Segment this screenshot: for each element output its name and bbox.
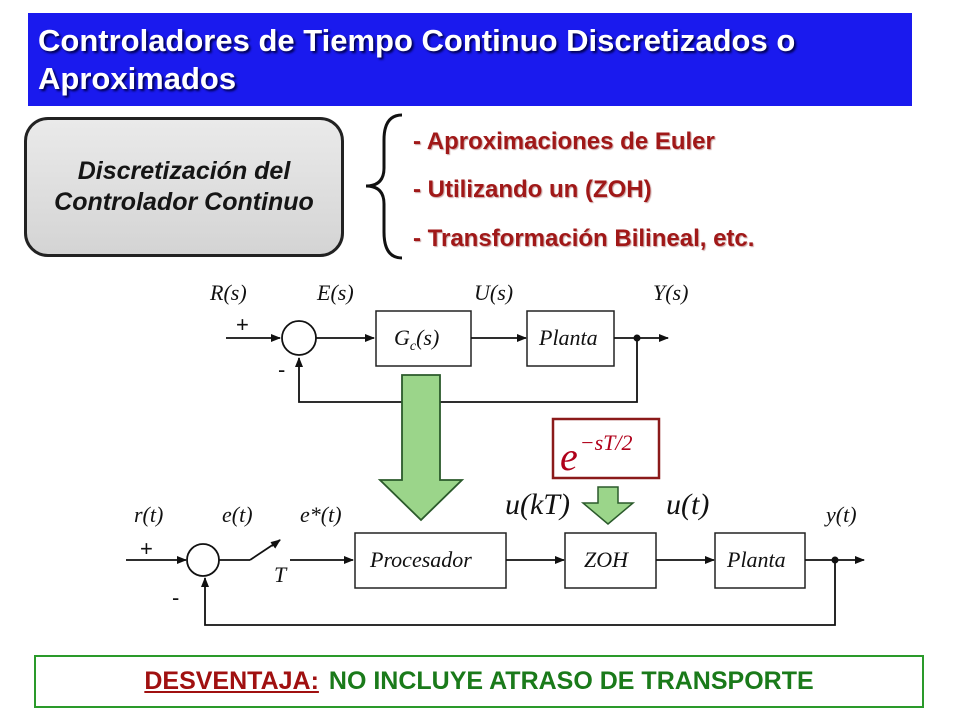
curly-brace [365,113,403,260]
d-summing-junction [186,543,220,577]
big-down-arrow [377,374,465,522]
d-minus-sign: - [172,585,179,610]
disadvantage-label: DESVENTAJA: [144,667,319,695]
concept-box-label: Discretización del Controlador Continuo [54,157,314,216]
label-r-t: r(t) [134,502,163,527]
method-zoh: - Utilizando un (ZOH) [413,176,652,203]
d-plant-label: Planta [726,547,786,572]
delay-expression: e−sT/2 [560,430,633,479]
feedback-wire [295,338,638,403]
continuous-loop: R(s) E(s) U(s) Y(s) + - Gc(s) Planta [209,280,688,403]
method-bilinear: - Transformación Bilineal, etc. [413,225,755,252]
plus-sign: + [236,312,249,337]
d-plant-block [714,532,806,589]
d-feedback-wire [201,560,836,626]
label-y-t: y(t) [824,502,857,527]
d-plus-sign: + [140,536,153,561]
processor-label: Procesador [369,547,472,572]
page-title: Controladores de Tiempo Continuo Discret… [38,23,796,96]
sampler-arrow [270,539,281,549]
method-euler: - Aproximaciones de Euler [413,128,715,155]
label-e-star: e*(t) [300,502,342,527]
sampler-label: T [274,562,288,587]
label-e-t: e(t) [222,502,253,527]
label-R: R(s) [209,280,247,305]
concept-box: Discretización del Controlador Continuo [24,117,344,257]
title-bar [28,13,912,106]
zoh-block [564,532,657,589]
zoh-label: ZOH [584,547,629,572]
plant-label: Planta [538,325,598,350]
disadvantage-text: NO INCLUYE ATRASO DE TRANSPORTE [328,667,814,695]
label-Y: Y(s) [653,280,688,305]
plant-block [526,310,615,367]
minus-sign: - [278,357,285,382]
label-u-kT: u(kT) [505,488,570,521]
controller-label: Gc(s) [394,325,439,354]
disadvantage-box: DESVENTAJA: NO INCLUYE ATRASO DE TRANSPO… [34,655,924,708]
small-down-arrow [580,486,636,525]
label-E: E(s) [316,280,354,305]
discrete-loop: r(t) e(t) e*(t) u(kT) u(t) y(t) + - T Pr… [126,488,865,626]
summing-junction [281,320,317,356]
label-U: U(s) [474,280,513,305]
label-u-t: u(t) [666,488,709,521]
controller-block [375,310,472,367]
delay-box [551,417,661,480]
